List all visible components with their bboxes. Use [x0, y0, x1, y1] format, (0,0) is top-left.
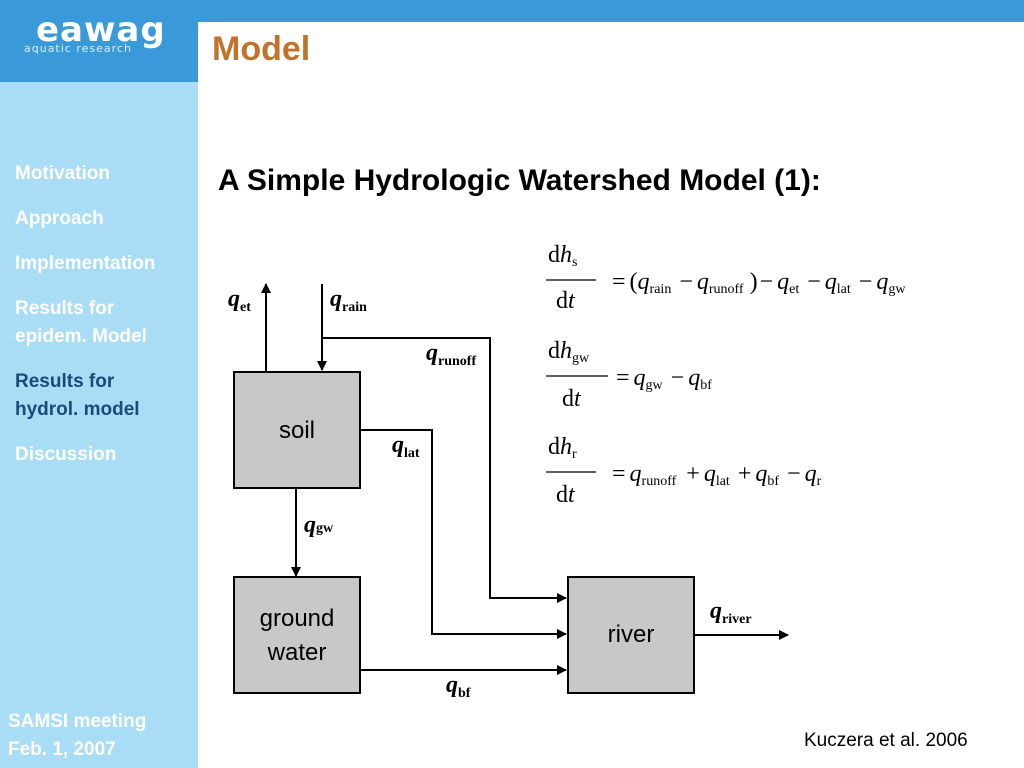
svg-text:dt: dt — [556, 482, 576, 508]
footer-line1: SAMSI meeting — [8, 711, 147, 732]
equation-river: dhr dt =qrunoff+qlat+qbf−qr — [546, 434, 822, 508]
arrow-runoff — [322, 337, 567, 603]
svg-text:dhgw: dhgw — [548, 338, 590, 366]
flow-label-et: qet — [228, 286, 251, 315]
flow-label-river: qriver — [710, 598, 752, 627]
footer-meeting: SAMSI meeting Feb. 1, 2007 — [8, 708, 146, 764]
groundwater-label-1: ground — [260, 605, 335, 632]
flow-label-rain: qrain — [330, 286, 367, 315]
flow-label-gw: qbfgw — [304, 512, 334, 538]
svg-text:=qrunoff+qlat+qbf−qr: =qrunoff+qlat+qbf−qr — [612, 461, 822, 489]
soil-box — [233, 371, 361, 489]
flow-label-bf: qbf — [446, 672, 471, 701]
flow-label-lat: qlat — [392, 432, 420, 461]
nav-approach[interactable]: Approach — [15, 208, 104, 229]
logo-tagline: aquatic research — [24, 42, 132, 55]
watershed-diagram: soil ground water river qet qrain qrunof… — [228, 283, 789, 701]
nav-discussion[interactable]: Discussion — [15, 444, 117, 465]
nav-motivation[interactable]: Motivation — [15, 163, 110, 184]
arrow-lat — [360, 429, 567, 639]
soil-label: soil — [279, 417, 315, 444]
citation: Kuczera et al. 2006 — [804, 730, 968, 751]
equation-soil: dhs dt =(qrain−qrunoff)−qet−qlat−qgw — [546, 242, 906, 314]
svg-text:dt: dt — [556, 288, 576, 314]
page-title: Model — [212, 30, 311, 68]
slide-subtitle: A Simple Hydrologic Watershed Model (1): — [218, 164, 821, 197]
nav-implementation[interactable]: Implementation — [15, 253, 156, 274]
logo-wordmark: eawag — [36, 10, 166, 50]
river-label: river — [608, 621, 655, 648]
flow-label-runoff: qrunoff — [426, 340, 476, 369]
svg-text:dhr: dhr — [548, 434, 577, 462]
top-bar — [0, 0, 1024, 22]
groundwater-label-2: water — [267, 639, 327, 666]
groundwater-box — [233, 576, 361, 694]
sidebar — [0, 82, 198, 768]
river-box — [567, 576, 695, 694]
svg-text:dhs: dhs — [548, 242, 577, 270]
equations: dhs dt =(qrain−qrunoff)−qet−qlat−qgw dhg… — [546, 242, 906, 508]
svg-text:dt: dt — [562, 386, 582, 412]
logo[interactable]: eawag aquatic research — [0, 0, 198, 82]
equation-groundwater: dhgw dt =qgw−qbf — [546, 338, 712, 412]
svg-text:=(qrain−qrunoff)−qet−qlat−qgw: =(qrain−qrunoff)−qet−qlat−qgw — [612, 269, 906, 297]
svg-text:=qgw−qbf: =qgw−qbf — [616, 365, 712, 393]
footer-line2: Feb. 1, 2007 — [8, 739, 116, 760]
